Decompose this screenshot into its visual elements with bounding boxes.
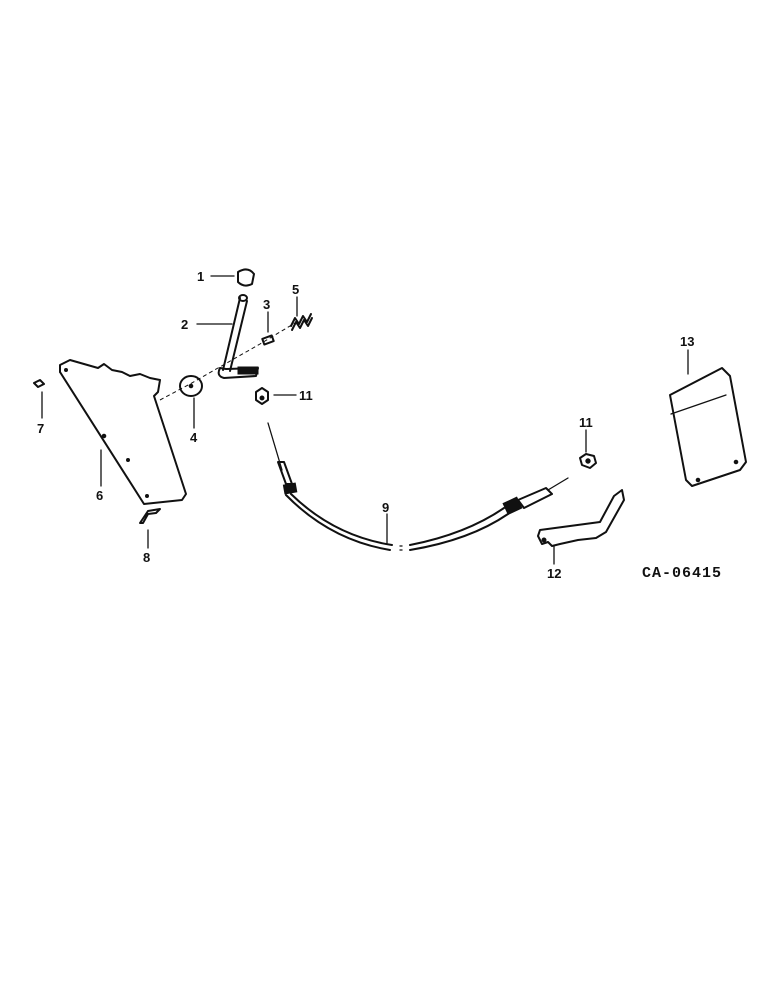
clip (139, 508, 161, 524)
callout-9: 9 (382, 500, 389, 515)
callout-4: 4 (190, 430, 198, 445)
control-cable (267, 422, 569, 551)
knob (237, 268, 255, 287)
drawing-code: CA-06415 (642, 565, 722, 582)
callout-6: 6 (96, 488, 103, 503)
callout-13: 13 (680, 334, 694, 349)
plug (33, 379, 45, 388)
callout-11-upper: 11 (299, 388, 313, 403)
bracket-plate (59, 359, 187, 505)
panel (669, 367, 747, 487)
callout-12: 12 (547, 566, 561, 581)
washer (179, 375, 203, 397)
callout-2: 2 (181, 317, 188, 332)
callout-11-lower: 11 (579, 415, 593, 430)
fitting-upper (255, 387, 269, 405)
callout-8: 8 (143, 550, 150, 565)
callout-3: 3 (263, 297, 270, 312)
spring (290, 313, 313, 331)
callout-1: 1 (197, 269, 204, 284)
bent-bracket (537, 489, 625, 547)
assembly-line (159, 319, 301, 401)
callout-7: 7 (37, 421, 44, 436)
lever (217, 294, 259, 379)
pin (261, 334, 275, 346)
callout-5: 5 (292, 282, 299, 297)
fitting-lower (579, 453, 597, 469)
